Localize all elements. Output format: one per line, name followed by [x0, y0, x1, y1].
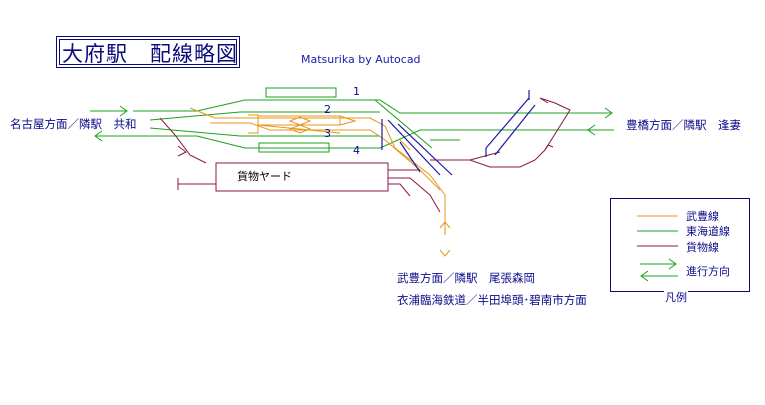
direction-kinuura: 衣浦臨海鉄道／半田埠頭･碧南市方面 [397, 293, 587, 307]
legend-item-freight: 貨物線 [686, 241, 719, 254]
direction-nagoya: 名古屋方面／隣駅 共和 [10, 117, 137, 131]
track-number-2: 2 [324, 103, 331, 116]
blue-sidings [381, 90, 536, 176]
track-number-3: 3 [324, 127, 331, 140]
freight-yard-label: 貨物ヤード [237, 170, 292, 183]
direction-arrows [90, 105, 614, 142]
legend-item-tokaido: 東海道線 [686, 225, 730, 238]
platform-1 [265, 87, 337, 98]
platforms [258, 87, 337, 153]
direction-toyohashi: 豊橋方面／隣駅 逢妻 [626, 118, 741, 132]
legend-item-direction: 進行方向 [686, 265, 730, 278]
credit-label: Matsurika by Autocad [301, 53, 421, 66]
legend-title: 凡例 [664, 289, 688, 305]
tokaido-line [100, 99, 610, 149]
page-title: 大府駅 配線略図 [62, 42, 238, 66]
track-number-1: 1 [353, 85, 360, 98]
legend-lines [637, 215, 678, 282]
freight-line [159, 97, 571, 213]
title-frame [56, 36, 240, 68]
legend-item-taketoyo: 武豊線 [686, 210, 719, 223]
track-number-4: 4 [353, 144, 360, 157]
freight-yard [215, 162, 389, 192]
platform-4 [258, 142, 330, 153]
direction-taketoyo: 武豊方面／隣駅 尾張森岡 [397, 271, 535, 285]
